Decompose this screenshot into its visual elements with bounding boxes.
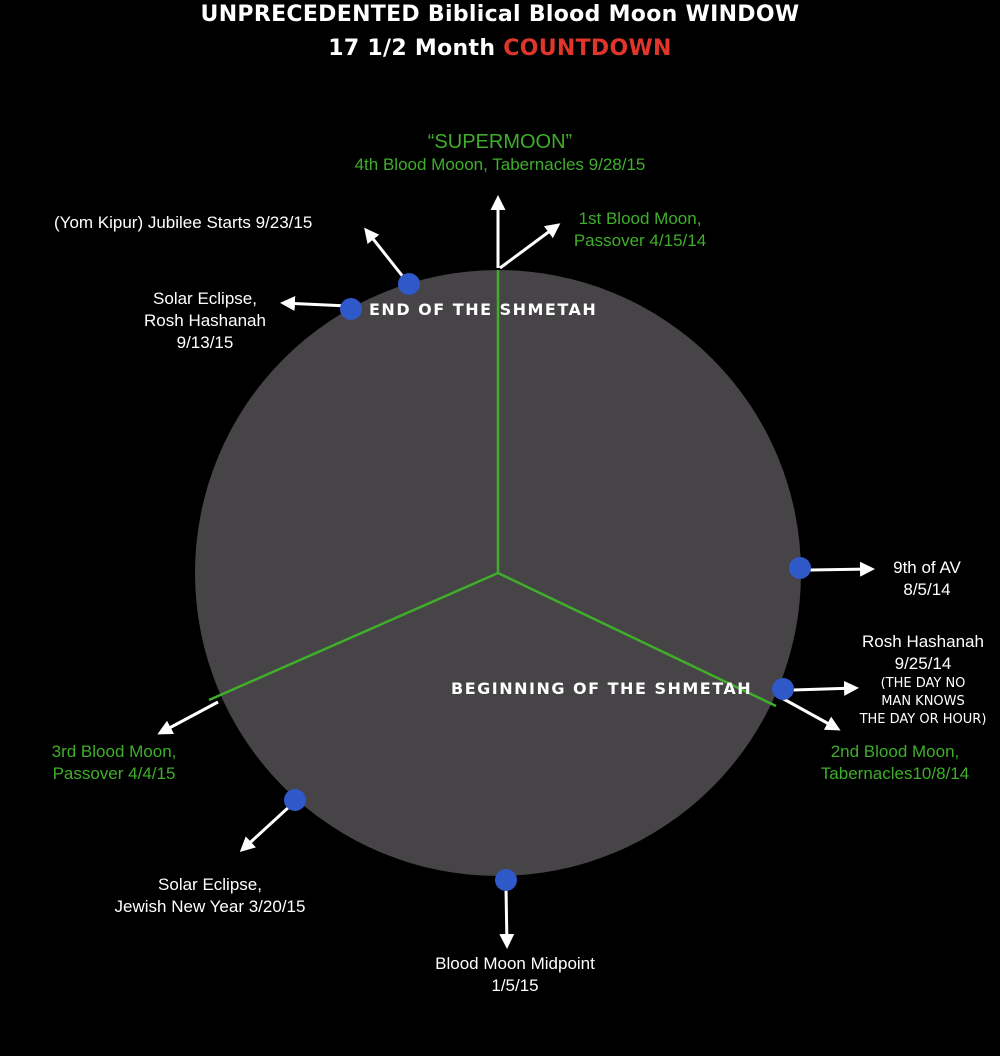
arrow-ninth-av [809, 561, 875, 577]
label-jubilee: (Yom Kipur) Jubilee Starts 9/23/15 [54, 212, 312, 234]
label-supermoon-line1: “SUPERMOON” [427, 131, 573, 153]
label-solar-eclipse-1: Solar Eclipse, Rosh Hashanah 9/13/15 [124, 288, 286, 354]
title-accent: COUNTDOWN [503, 36, 672, 61]
label-jubilee-line1: (Yom Kipur) Jubilee Starts 9/23/15 [54, 213, 313, 232]
label-second-line1: 2nd Blood Moon, [830, 742, 960, 761]
label-first-line2: Passover 4/15/14 [573, 231, 707, 250]
label-third-blood-moon: 3rd Blood Moon, Passover 4/4/15 [30, 741, 198, 785]
arrow-rosh-hashanah [792, 680, 859, 696]
arrow-third-blood-moon [157, 700, 219, 735]
label-solar1-line2: Rosh Hashanah [144, 311, 266, 330]
arrow-first-blood-moon [499, 223, 561, 270]
title-prefix: 17 1/2 Month [328, 36, 504, 61]
label-solar2-line1: Solar Eclipse, [158, 875, 262, 894]
arrow-jubilee [364, 227, 406, 279]
label-av-line2: 8/5/14 [903, 580, 951, 599]
arrow-midpoint [499, 887, 515, 949]
arrow-solar-eclipse-2 [239, 804, 292, 853]
sector-line-right [497, 571, 777, 708]
label-rosh-hashanah: Rosh Hashanah 9/25/14 (THE DAY NO MAN KN… [848, 631, 998, 729]
title-line-1: UNPRECEDENTED Biblical Blood Moon WINDOW [200, 2, 800, 27]
arrow-second-blood-moon [779, 695, 841, 731]
sector-line-left [208, 571, 499, 702]
marker-solar-eclipse-1 [340, 298, 362, 320]
label-solar1-line3: 9/13/15 [176, 333, 234, 352]
label-first-line1: 1st Blood Moon, [578, 209, 702, 228]
marker-ninth-av [789, 557, 811, 579]
marker-jubilee [398, 273, 420, 295]
marker-midpoint [495, 869, 517, 891]
label-supermoon-line2: 4th Blood Mooon, Tabernacles 9/28/15 [354, 155, 646, 174]
title-line-2: 17 1/2 Month COUNTDOWN [0, 36, 1000, 61]
label-third-line1: 3rd Blood Moon, [51, 742, 177, 761]
label-solar-eclipse-2: Solar Eclipse, Jewish New Year 3/20/15 [96, 874, 324, 918]
label-supermoon: “SUPERMOON” 4th Blood Mooon, Tabernacles… [290, 130, 710, 176]
label-midpoint-line1: Blood Moon Midpoint [435, 954, 595, 973]
zone-beginning-shmetah: BEGINNING OF THE SHMETAH [451, 679, 753, 698]
marker-rosh-hashanah [772, 678, 794, 700]
label-second-blood-moon: 2nd Blood Moon, Tabernacles10/8/14 [800, 741, 990, 785]
label-rosh-line4: MAN KNOWS [881, 694, 965, 709]
label-solar1-line1: Solar Eclipse, [153, 289, 257, 308]
label-rosh-line3: (THE DAY NO [880, 676, 966, 691]
label-midpoint-line2: 1/5/15 [491, 976, 539, 995]
arrow-solar-eclipse-1 [280, 296, 349, 312]
zone-end-shmetah: END OF THE SHMETAH [369, 300, 598, 319]
label-ninth-av: 9th of AV 8/5/14 [872, 557, 982, 601]
label-midpoint: Blood Moon Midpoint 1/5/15 [400, 953, 630, 997]
label-first-blood-moon: 1st Blood Moon, Passover 4/15/14 [556, 208, 724, 252]
label-av-line1: 9th of AV [893, 558, 961, 577]
label-rosh-line5: THE DAY OR HOUR) [859, 712, 987, 727]
label-third-line2: Passover 4/4/15 [52, 764, 176, 783]
label-solar2-line2: Jewish New Year 3/20/15 [114, 897, 306, 916]
label-rosh-line1: Rosh Hashanah [862, 632, 984, 651]
label-rosh-line2: 9/25/14 [894, 654, 952, 673]
label-second-line2: Tabernacles10/8/14 [820, 764, 970, 783]
marker-solar-eclipse-2 [284, 789, 306, 811]
